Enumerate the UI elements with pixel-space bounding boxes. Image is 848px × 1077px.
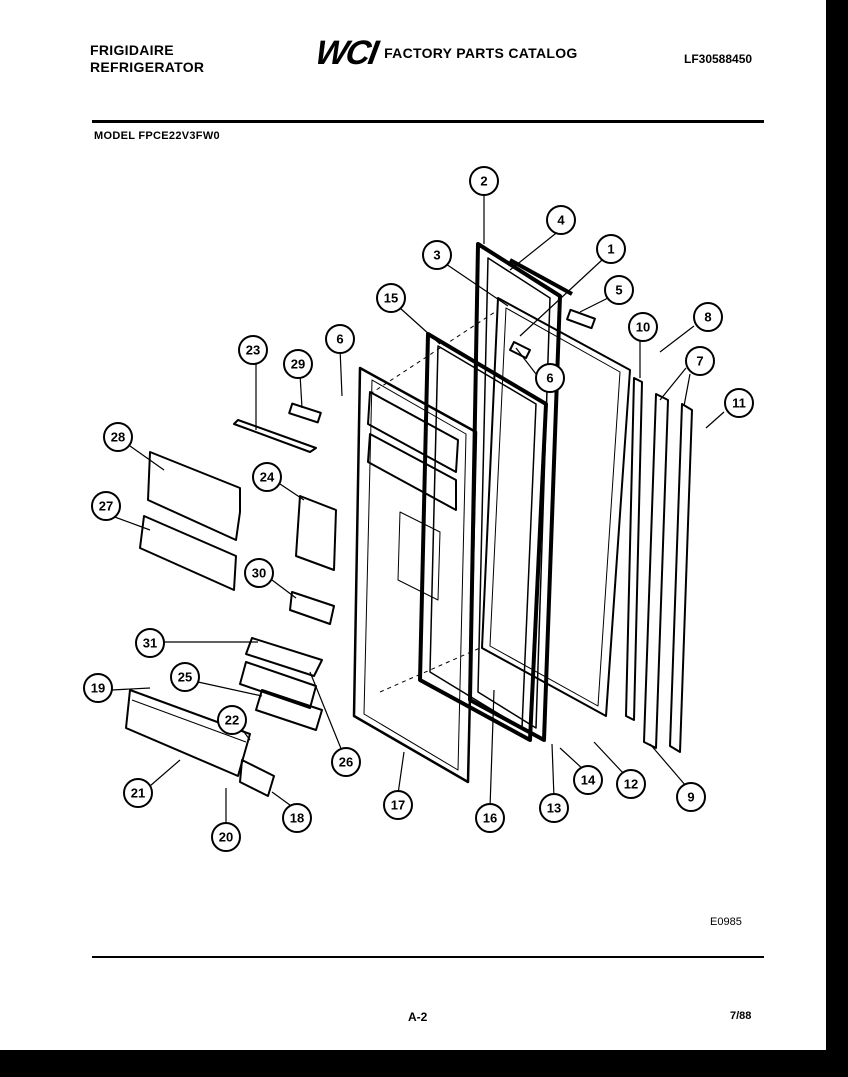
svg-text:13: 13	[547, 801, 561, 816]
callout-30: 30	[244, 558, 274, 588]
svg-text:20: 20	[219, 830, 233, 845]
svg-text:23: 23	[246, 343, 260, 358]
liner-gasket	[418, 332, 548, 742]
trim-strip	[625, 377, 643, 721]
footer-rule	[92, 956, 764, 958]
callout-13: 13	[539, 793, 569, 823]
svg-text:14: 14	[581, 773, 596, 788]
page-number: A-2	[408, 1010, 428, 1024]
svg-text:18: 18	[290, 811, 304, 826]
svg-text:4: 4	[557, 213, 565, 228]
callout-labels: 2 4 3 1 5 15 10 8 23 29 6 6 7 11 28 24 2…	[83, 166, 754, 852]
svg-text:12: 12	[624, 777, 638, 792]
svg-text:2: 2	[480, 174, 487, 189]
svg-text:19: 19	[91, 681, 105, 696]
diagram-code: E0985	[710, 916, 742, 928]
ice-dispenser-housing	[295, 495, 337, 571]
inner-door-liner	[352, 366, 478, 784]
model-label: MODEL FPCE22V3FW0	[94, 130, 220, 142]
callout-31: 31	[135, 628, 165, 658]
filter-cover	[233, 419, 317, 453]
svg-text:6: 6	[546, 371, 553, 386]
scan-border-right	[826, 0, 848, 1077]
svg-text:16: 16	[483, 811, 497, 826]
catalog-header: WCI FACTORY PARTS CATALOG	[313, 34, 578, 72]
svg-text:8: 8	[704, 310, 711, 325]
catalog-number: LF30588450	[684, 52, 753, 66]
callout-12: 12	[616, 769, 646, 799]
callout-17: 17	[383, 790, 413, 820]
door-shelf-lower	[139, 515, 237, 591]
header-rule	[92, 120, 764, 123]
door-handle	[669, 403, 693, 753]
callout-26: 26	[331, 747, 361, 777]
svg-text:3: 3	[433, 248, 440, 263]
brand-block: FRIGIDAIRE REFRIGERATOR	[90, 42, 204, 76]
svg-text:29: 29	[291, 357, 305, 372]
callout-10: 10	[628, 312, 658, 342]
svg-text:21: 21	[131, 786, 145, 801]
svg-text:1: 1	[607, 242, 614, 257]
svg-text:30: 30	[252, 566, 266, 581]
door-handle-trim	[643, 393, 669, 749]
svg-text:9: 9	[687, 790, 694, 805]
door-bin	[125, 689, 251, 777]
svg-text:24: 24	[260, 470, 275, 485]
callout-15: 15	[376, 283, 406, 313]
svg-text:31: 31	[143, 636, 157, 651]
product-type: REFRIGERATOR	[90, 59, 205, 75]
svg-text:10: 10	[636, 320, 650, 335]
callout-8: 8	[693, 302, 723, 332]
svg-text:6: 6	[336, 332, 343, 347]
dispenser-bracket	[289, 591, 335, 625]
dairy-compartment-tray	[255, 689, 323, 731]
callout-18: 18	[282, 803, 312, 833]
callout-5: 5	[604, 275, 634, 305]
svg-text:7: 7	[696, 354, 703, 369]
svg-text:25: 25	[178, 670, 192, 685]
callout-22: 22	[217, 705, 247, 735]
callout-19: 19	[83, 673, 113, 703]
callout-6b: 6	[535, 363, 565, 393]
callout-2: 2	[469, 166, 499, 196]
callout-29: 29	[283, 349, 313, 379]
svg-text:15: 15	[384, 291, 398, 306]
callout-14: 14	[573, 765, 603, 795]
door-stop	[566, 308, 596, 330]
door-shelf-upper	[147, 451, 241, 541]
callout-28: 28	[103, 422, 133, 452]
leader-lines	[111, 194, 725, 826]
outer-door-panel	[481, 297, 631, 717]
callout-4: 4	[546, 205, 576, 235]
callout-23: 23	[238, 335, 268, 365]
brand-name: FRIGIDAIRE	[90, 42, 174, 58]
callout-7: 7	[685, 346, 715, 376]
callout-25: 25	[170, 662, 200, 692]
callout-21: 21	[123, 778, 153, 808]
callout-20: 20	[211, 822, 241, 852]
callout-27: 27	[91, 491, 121, 521]
callout-6a: 6	[325, 324, 355, 354]
svg-text:22: 22	[225, 713, 239, 728]
svg-text:11: 11	[732, 396, 746, 411]
bin-support	[239, 759, 275, 797]
callout-1: 1	[596, 234, 626, 264]
svg-text:5: 5	[615, 283, 622, 298]
callout-16: 16	[475, 803, 505, 833]
catalog-date: 7/88	[730, 1010, 752, 1022]
svg-text:26: 26	[339, 755, 353, 770]
callout-9: 9	[676, 782, 706, 812]
dairy-compartment-lid	[245, 637, 323, 677]
scan-border-bottom	[0, 1050, 848, 1077]
svg-text:28: 28	[111, 430, 125, 445]
svg-text:17: 17	[391, 798, 405, 813]
svg-text:27: 27	[99, 499, 113, 514]
callout-11: 11	[724, 388, 754, 418]
callout-24: 24	[252, 462, 282, 492]
catalog-title: FACTORY PARTS CATALOG	[384, 45, 578, 61]
callout-3: 3	[422, 240, 452, 270]
